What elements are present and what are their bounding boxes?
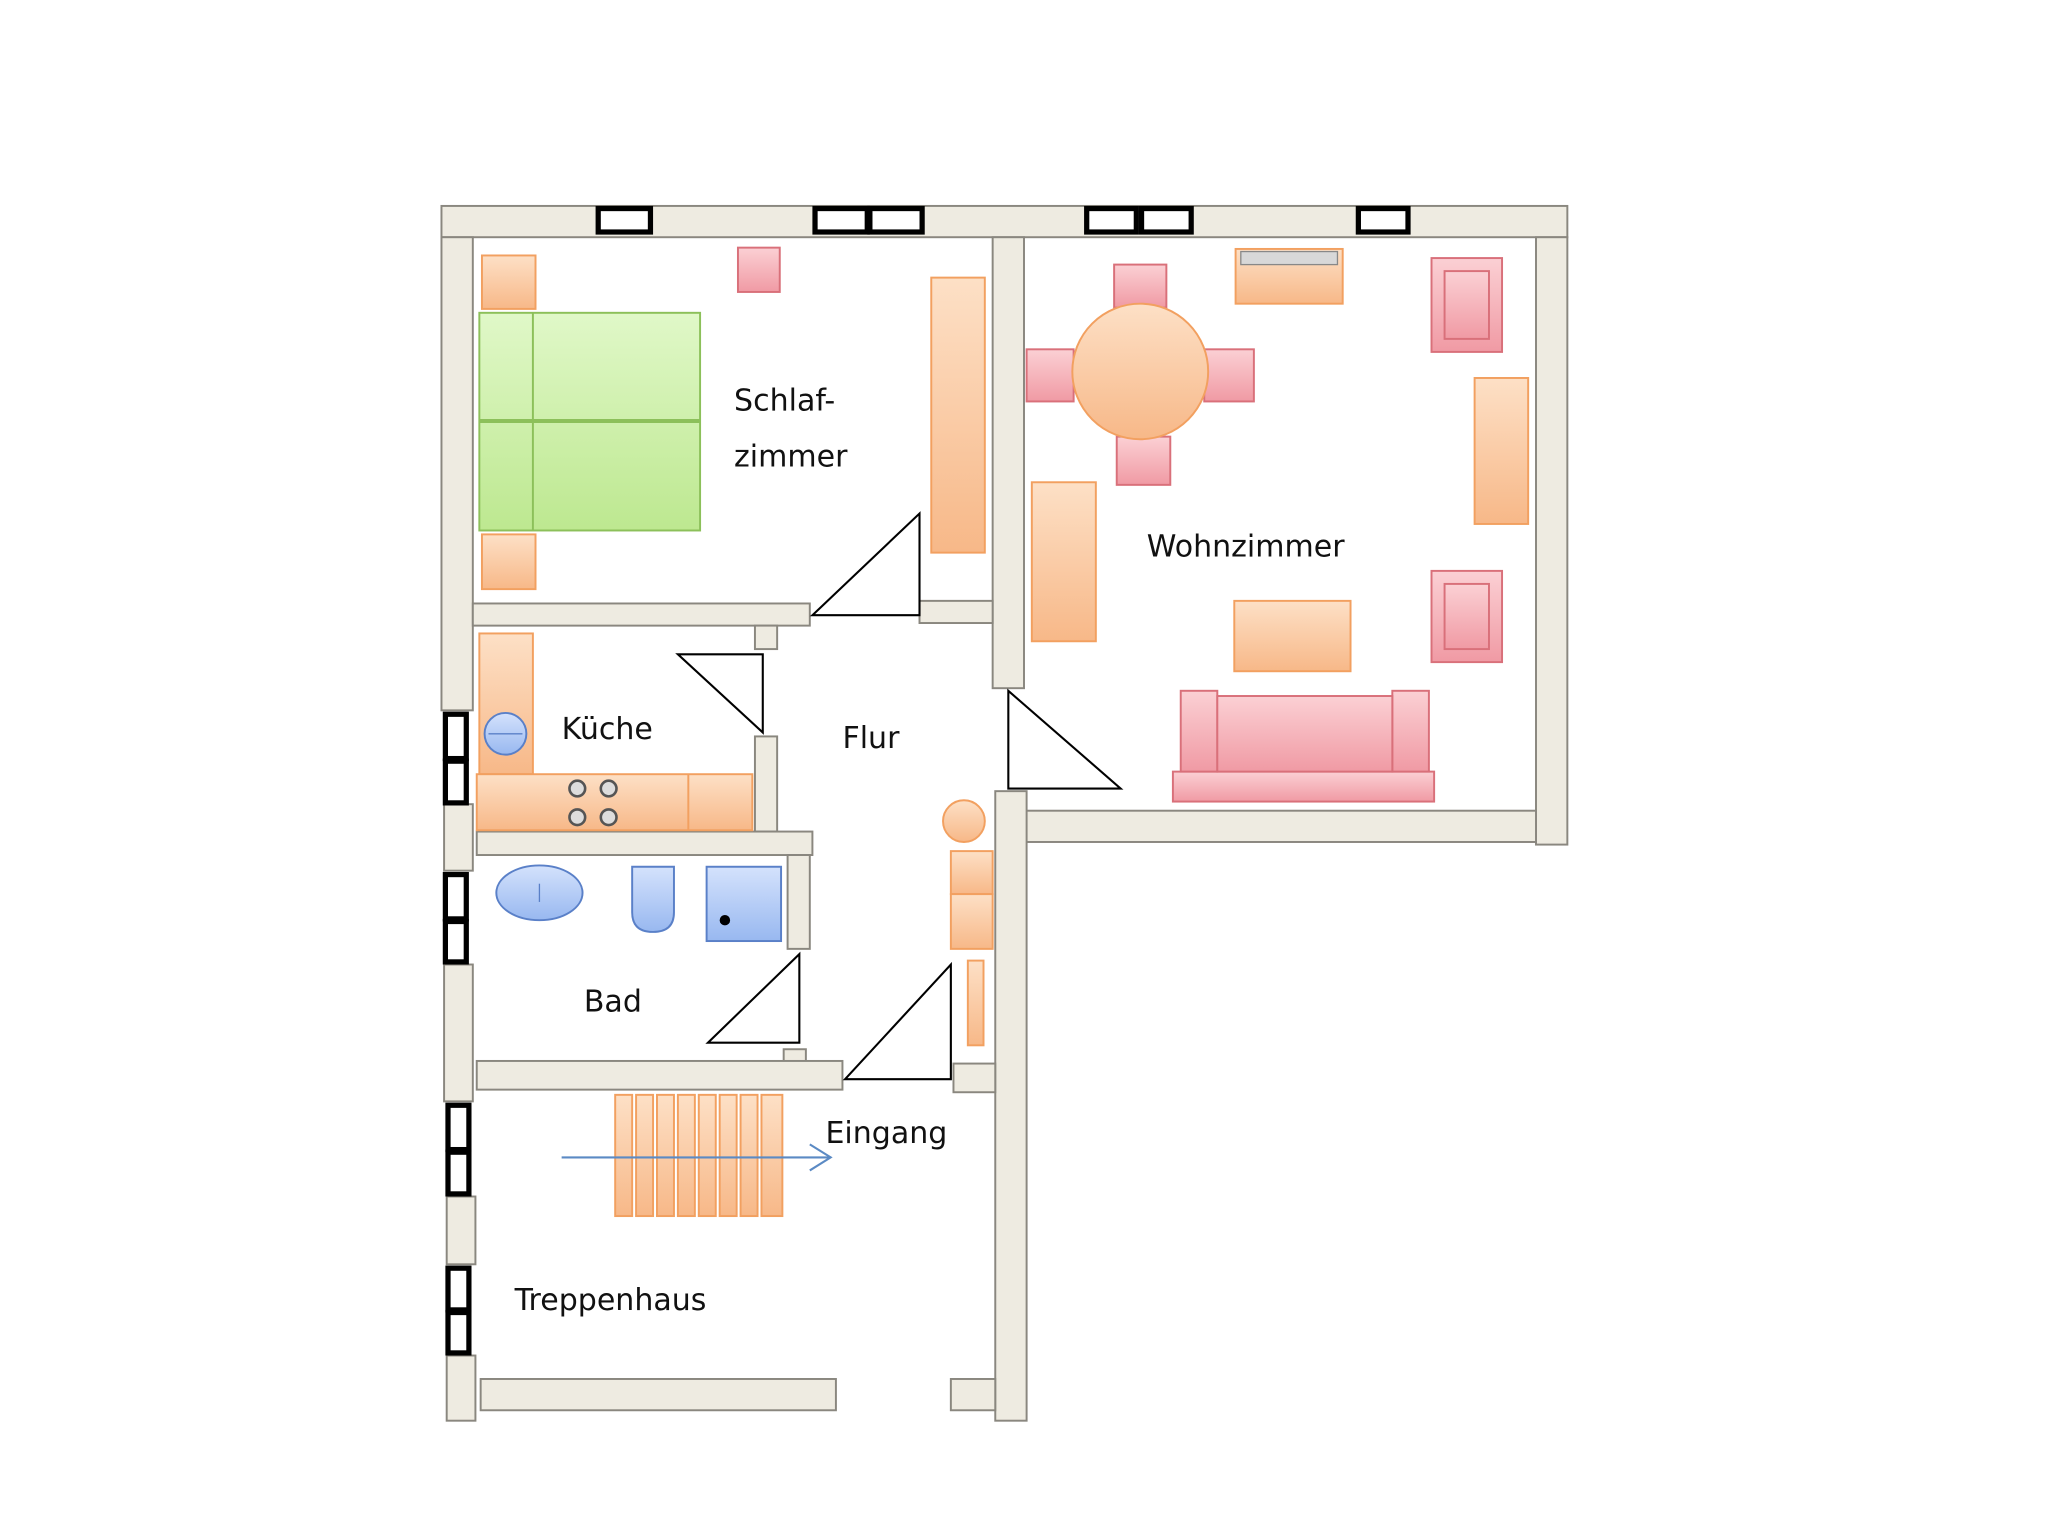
shoe-cabinet [949, 850, 994, 896]
chair [1115, 435, 1172, 486]
door-wohnzimmer [1007, 688, 1124, 790]
living-room-furniture [1025, 247, 1530, 803]
windows [442, 205, 1411, 1356]
kitchen-furniture [475, 632, 754, 832]
label-schlafzimmer-1: Schlaf- [734, 384, 835, 419]
nightstand [480, 254, 537, 310]
nightstand [480, 533, 537, 591]
stove [568, 779, 618, 827]
label-flur: Flur [842, 721, 900, 756]
doors [675, 511, 1124, 1081]
coffee-table [1233, 599, 1352, 673]
dining-table [1071, 302, 1210, 441]
door-kueche [675, 653, 764, 735]
door-eingang [842, 961, 952, 1081]
sofa [1171, 770, 1436, 803]
cabinet [1030, 481, 1097, 643]
label-bad: Bad [584, 984, 642, 1019]
chair [1025, 348, 1075, 403]
chair [736, 246, 781, 293]
label-schlafzimmer-2: zimmer [734, 440, 848, 475]
shoe-cabinet [949, 893, 994, 950]
coat-rack [966, 959, 985, 1047]
chair [1203, 348, 1255, 403]
label-treppenhaus: Treppenhaus [514, 1283, 707, 1318]
tv [1240, 250, 1339, 266]
arrow-icon [561, 1143, 833, 1172]
bedroom-furniture [478, 246, 986, 591]
door-bad [705, 951, 801, 1044]
walls [440, 204, 1569, 1422]
wardrobe [930, 276, 986, 554]
label-wohnzimmer: Wohnzimmer [1147, 530, 1345, 565]
hallway-furniture [942, 799, 994, 1047]
bath-furniture [495, 864, 783, 943]
cabinet [1473, 377, 1530, 525]
label-kueche: Küche [562, 712, 653, 747]
stairs [561, 1093, 833, 1218]
door-schlafzimmer [809, 511, 921, 617]
label-eingang: Eingang [825, 1116, 947, 1151]
stool [942, 799, 986, 843]
shower [705, 865, 783, 943]
toilet [631, 865, 675, 933]
chair [1113, 263, 1168, 309]
